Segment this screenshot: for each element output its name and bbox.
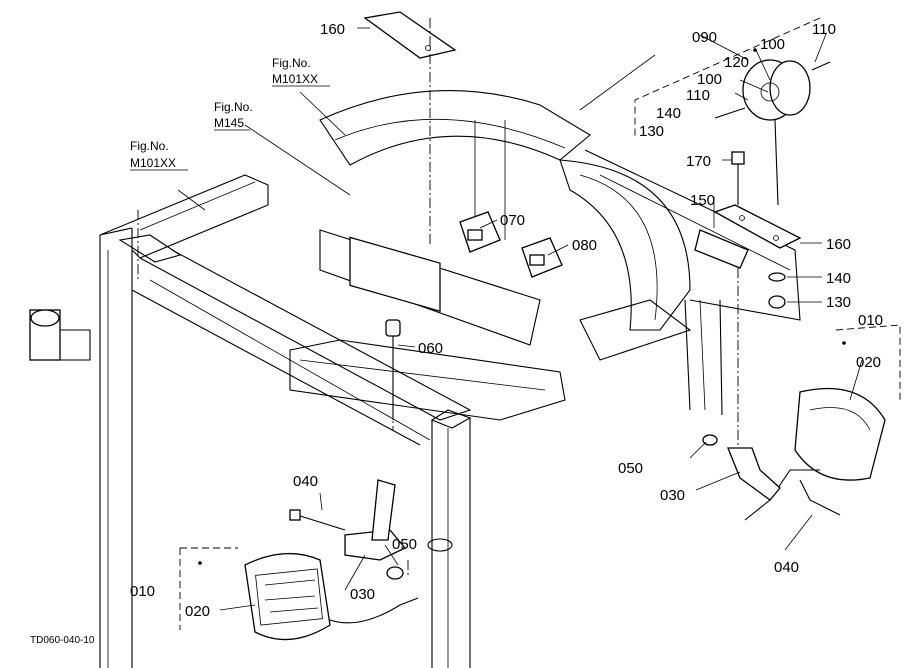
callout-140-top: 140 — [656, 105, 681, 122]
callout-070: 070 — [500, 212, 525, 229]
bolt-170 — [731, 151, 745, 165]
callout-040-left: 040 — [293, 473, 318, 490]
callout-130-right: 130 — [826, 294, 851, 311]
callout-060: 060 — [418, 340, 443, 357]
callout-130-top: 130 — [639, 123, 664, 140]
fig-ref-2-code: M145 — [214, 116, 244, 130]
leader-lines — [177, 27, 863, 611]
callout-110-top: 110 — [812, 21, 836, 38]
work-lamp-right — [794, 387, 886, 481]
small-parts — [244, 11, 886, 641]
bracket-030-right — [727, 447, 781, 501]
callout-010-left: 010 — [130, 583, 155, 600]
callout-020-left: 020 — [185, 603, 210, 620]
leader-dots — [198, 48, 846, 565]
callout-150: 150 — [690, 192, 715, 209]
callout-170: 170 — [686, 153, 711, 170]
callout-090: 090 — [692, 29, 717, 46]
nut-050-left — [386, 566, 404, 580]
bolt-060 — [385, 319, 401, 337]
fig-ref-3-label: Fig.No. — [130, 139, 169, 153]
nut-050-right — [702, 434, 718, 446]
callout-labels: 160 090 110 100 120 100 110 140 130 170 … — [130, 21, 883, 620]
callout-010-right: 010 — [858, 312, 883, 329]
callout-030-left: 030 — [350, 586, 375, 603]
callout-040-right: 040 — [774, 559, 799, 576]
fig-ref-1-label: Fig.No. — [272, 56, 311, 70]
callout-050-left: 050 — [392, 536, 417, 553]
nut-130 — [768, 295, 786, 309]
callout-110-mid: 110 — [686, 87, 710, 104]
plate-160-top — [363, 11, 457, 59]
callout-140-right: 140 — [826, 270, 851, 287]
frame-structure — [29, 90, 801, 668]
fig-ref-2-label: Fig.No. — [214, 100, 253, 114]
drawing-code: TD060-040-10 — [30, 635, 95, 646]
callout-030-right: 030 — [660, 487, 685, 504]
assembly-lines — [137, 17, 901, 630]
figure-references: Fig.No. M101XX Fig.No. M145 Fig.No. M101… — [130, 56, 330, 171]
callout-020-right: 020 — [856, 354, 881, 371]
callout-050-right: 050 — [618, 460, 643, 477]
callout-100-top: 100 — [760, 36, 785, 53]
washer-140 — [768, 272, 786, 282]
callout-080: 080 — [572, 237, 597, 254]
callout-120: 120 — [724, 54, 749, 71]
callout-160-right: 160 — [826, 236, 851, 253]
work-lamp-left — [244, 552, 331, 641]
fig-ref-1-code: M101XX — [272, 72, 318, 86]
fig-ref-3-code: M101XX — [130, 156, 176, 170]
bracket-150 — [694, 229, 749, 269]
callout-160-top: 160 — [320, 21, 345, 38]
callout-100-mid: 100 — [697, 71, 722, 88]
